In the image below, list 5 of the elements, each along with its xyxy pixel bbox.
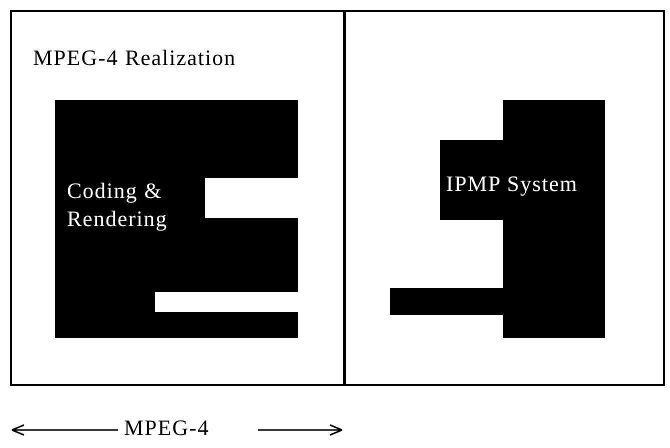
- panel: [10, 10, 346, 386]
- dimension-label: MPEG-4: [124, 414, 210, 442]
- block-label: Coding & Rendering: [67, 177, 169, 233]
- block-label: IPMP System: [446, 170, 578, 198]
- panel-title: MPEG-4 Realization: [33, 44, 236, 72]
